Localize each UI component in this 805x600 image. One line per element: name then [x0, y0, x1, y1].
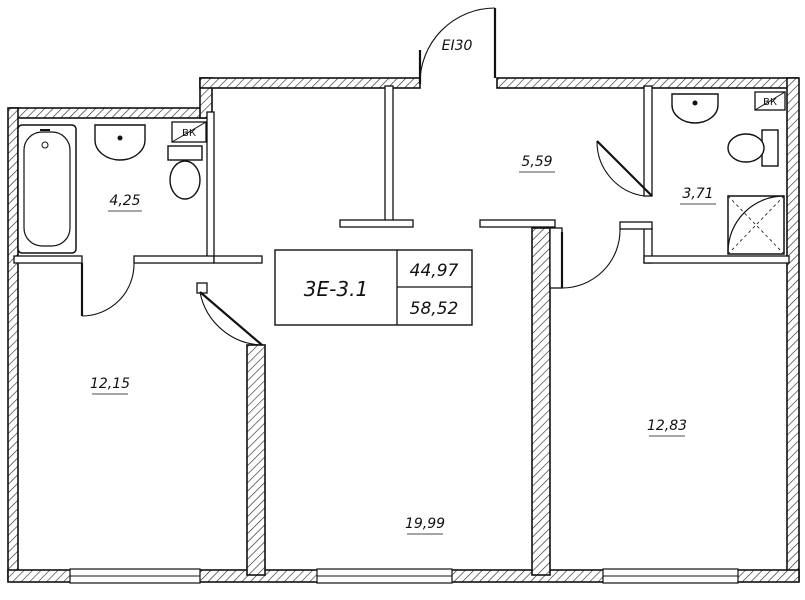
sink-icon [671, 93, 719, 124]
doors [80, 7, 653, 346]
living-area: 44,97 [410, 261, 459, 281]
bathtub-icon [17, 124, 77, 254]
interior-walls [13, 85, 790, 294]
room-area-hall: 5,59 [521, 154, 552, 170]
total-area: 58,52 [410, 299, 459, 319]
room-area-bathroom-left: 4,25 [109, 193, 140, 209]
toilet-icon [167, 145, 203, 200]
room-area-living-room: 19,99 [405, 516, 445, 532]
vent-label-right: ВК [763, 97, 777, 108]
room-labels: 4,25 12,15 19,99 5,59 3,71 12,83 EI30 [90, 38, 716, 535]
shower-icon [727, 195, 785, 255]
ventilation-shaft-right: ВК [754, 91, 786, 111]
room-area-bedroom-left: 12,15 [90, 376, 130, 392]
room-area-bedroom-right: 12,83 [647, 418, 687, 434]
toilet-icon [727, 129, 779, 167]
sink-icon [94, 124, 146, 161]
ventilation-shaft-left: ВК [171, 121, 207, 143]
apartment-code: 3E-3.1 [304, 277, 368, 301]
room-area-bathroom-right: 3,71 [682, 186, 713, 202]
apartment-label-box: 3E-3.1 44,97 58,52 [274, 249, 473, 326]
fixtures: ВК ВК [17, 91, 786, 255]
vent-label-left: ВК [182, 128, 196, 139]
windows [69, 568, 739, 584]
entrance-door-rating: EI30 [442, 38, 473, 54]
